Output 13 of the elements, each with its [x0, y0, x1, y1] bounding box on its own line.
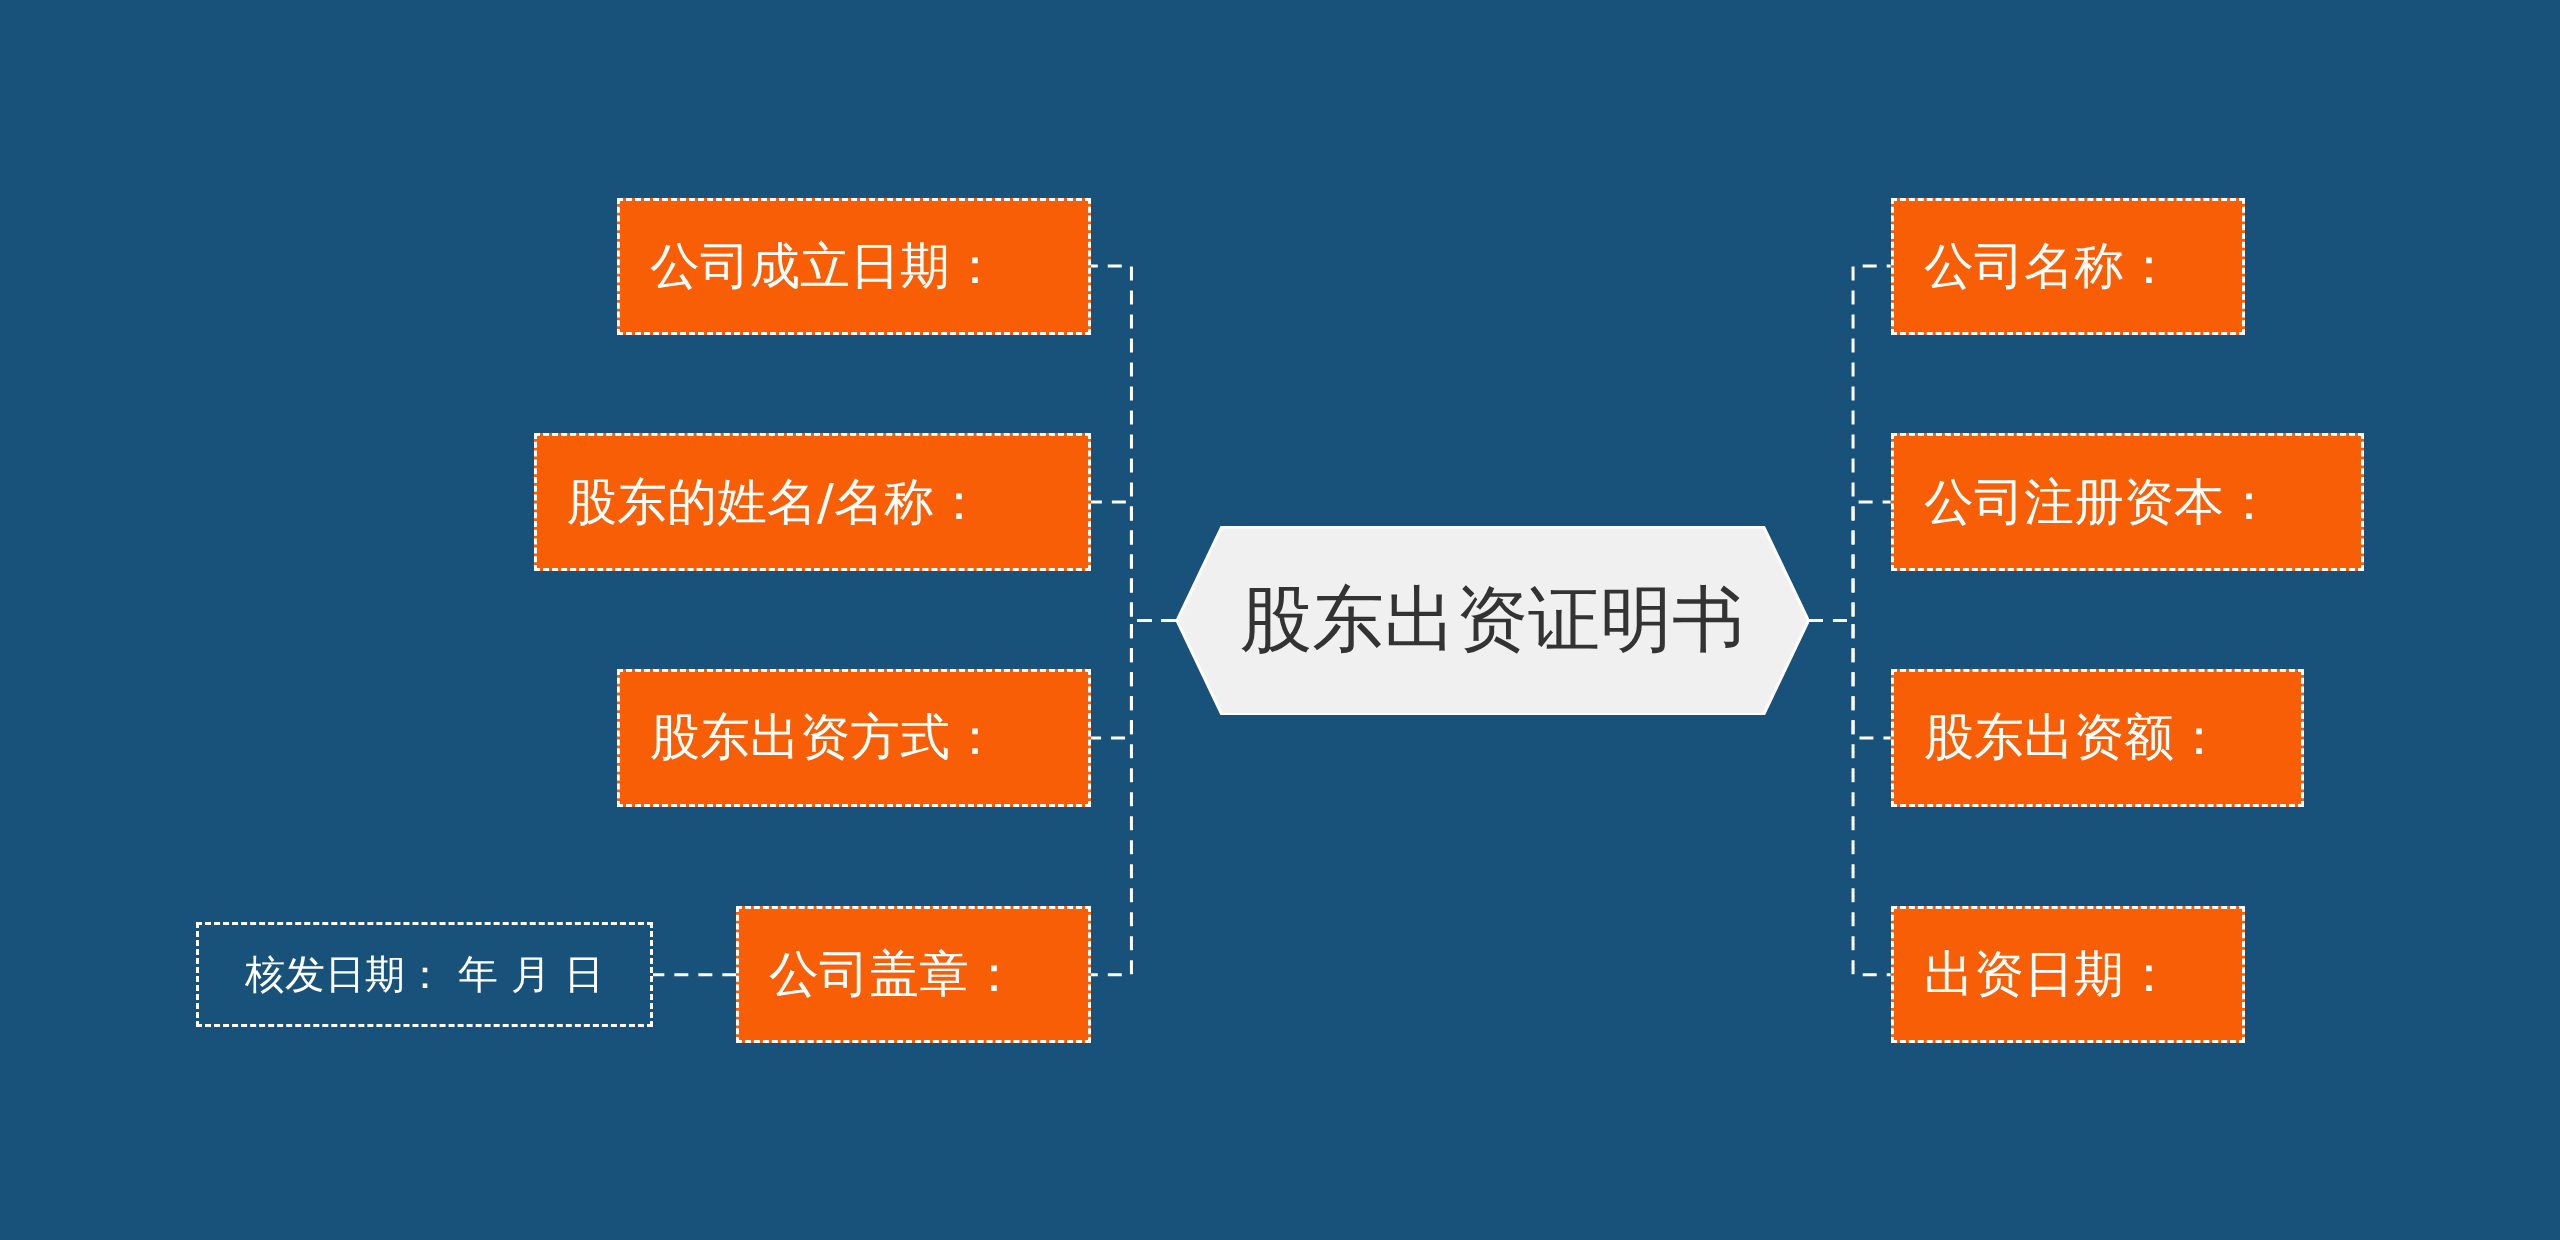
dashed-box: 核发日期： 年 月 日 [195, 922, 654, 1027]
topic-box: 股东出资方式： [617, 669, 1091, 807]
connector-line [653, 973, 737, 977]
connector-line [1809, 618, 1891, 977]
connector-line [1090, 618, 1176, 977]
topic-box: 公司注册资本： [1890, 432, 2365, 572]
topic-box: 公司名称： [1890, 197, 2245, 335]
topic-box: 公司成立日期： [617, 197, 1091, 335]
topic-box: 公司盖章： [736, 906, 1091, 1044]
topic-box: 股东出资额： [1890, 669, 2304, 807]
topic-box: 股东的姓名/名称： [533, 432, 1091, 572]
hexagon-box: 股东出资证明书 [1175, 525, 1809, 716]
topic-box: 出资日期： [1890, 906, 2245, 1044]
